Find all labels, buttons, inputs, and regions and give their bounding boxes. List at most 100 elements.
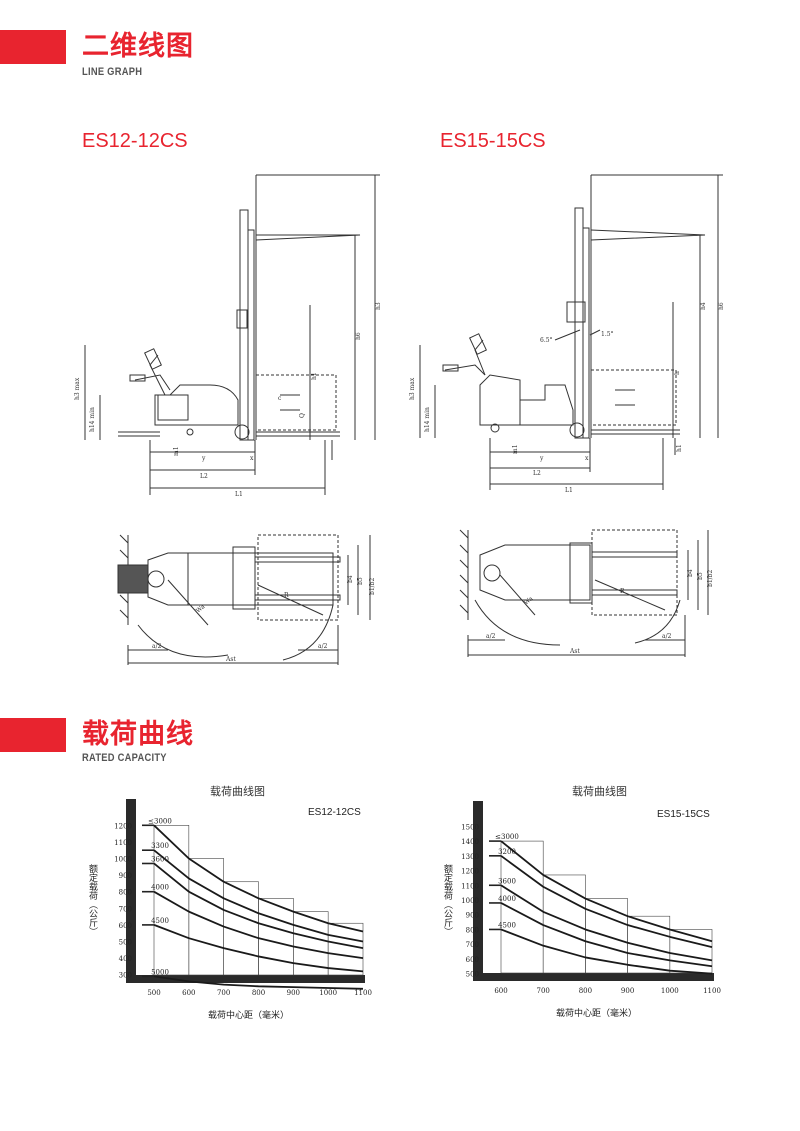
- y-axis-label: 额定载荷（公斤）: [87, 863, 98, 936]
- series-line: [153, 824, 364, 933]
- dim-label-a2-right-right: a/2: [662, 633, 672, 640]
- dim-label-tilt-forward: 6.5°: [540, 337, 553, 344]
- dim-label-r-right: R: [620, 588, 625, 595]
- dim-label-h3max-right: h3 max: [409, 377, 416, 400]
- y-tick-label: 300: [119, 972, 132, 980]
- dim-label-ast-right: Ast: [569, 648, 580, 655]
- x-tick-label: 700: [217, 989, 230, 997]
- dim-label-tilt-back: 1.5°: [601, 331, 614, 338]
- dim-label-l2: L2: [200, 473, 208, 480]
- series-label: 4000: [498, 895, 516, 903]
- dim-label-h14min: h14 min: [89, 407, 96, 432]
- y-tick-label: 800: [466, 926, 479, 934]
- dim-label-h6: h6: [355, 332, 362, 340]
- dim-label-l2-right: L2: [533, 470, 541, 477]
- series-line: [153, 890, 364, 959]
- dim-label-m1: m1: [173, 446, 180, 456]
- dim-label-q: Q: [299, 413, 306, 418]
- dim-label-b4-right: b4: [687, 569, 694, 577]
- section-subtitle-rated-capacity: RATED CAPACITY: [82, 752, 167, 764]
- series-line: [500, 902, 713, 968]
- series-line: [500, 884, 713, 962]
- x-tick-label: 800: [252, 989, 265, 997]
- y-tick-label: 500: [466, 971, 479, 979]
- x-tick-label: 700: [537, 987, 550, 995]
- y-tick-label: 1100: [461, 882, 479, 890]
- dim-label-c: c: [278, 395, 282, 402]
- section-marker-bar: [0, 30, 66, 64]
- dim-label-h1-right: h1: [676, 444, 683, 452]
- series-line: [500, 928, 713, 975]
- section-title-rated-capacity: 载荷曲线: [82, 719, 194, 750]
- section-subtitle-line-graph: LINE GRAPH: [82, 66, 143, 78]
- dim-label-b4: b4: [347, 575, 354, 583]
- series-line: [500, 855, 713, 949]
- dim-label-ast: Ast: [225, 656, 236, 663]
- dim-label-h14min-right: h14 min: [424, 407, 431, 432]
- dim-label-x: x: [250, 455, 254, 462]
- series-label: 4500: [498, 921, 516, 929]
- y-tick-label: 1200: [114, 822, 132, 830]
- y-tick-label: 1400: [461, 838, 479, 846]
- grid-cell: [188, 858, 224, 976]
- dim-label-h3: h3: [375, 302, 382, 310]
- dim-label-h4-right: h4: [700, 302, 707, 310]
- top-view-drawing-right: b1/b2 b5 b4 Wa R a/2 a/2 Ast: [459, 529, 714, 657]
- dim-label-wa: Wa: [195, 603, 207, 615]
- y-tick-label: 1300: [461, 853, 479, 861]
- dim-label-h6-right: h6: [718, 302, 725, 310]
- model-title-left: ES12-12CS: [82, 130, 188, 152]
- model-title-right: ES15-15CS: [440, 130, 546, 152]
- dim-label-a2-right: a/2: [318, 643, 328, 650]
- series-label: 3600: [498, 877, 516, 885]
- dim-label-r: R: [284, 592, 289, 599]
- series-label: ≤3000: [495, 833, 519, 841]
- series-line: [153, 849, 364, 943]
- y-tick-label: 600: [466, 956, 479, 964]
- dim-label-wa-right: Wa: [523, 595, 535, 607]
- chart-title-right: 载荷曲线图: [572, 785, 627, 798]
- series-label: 3300: [151, 842, 169, 850]
- section-title-line-graph: 二维线图: [82, 31, 194, 62]
- dim-label-b5: b5: [357, 577, 364, 585]
- dim-label-a2-left-right: a/2: [486, 633, 496, 640]
- dim-label-x-right: x: [585, 455, 589, 462]
- y-tick-label: 1000: [461, 897, 479, 905]
- chart-model-label: ES12-12CS: [308, 807, 361, 818]
- x-tick-label: 900: [287, 989, 300, 997]
- series-label: 4000: [151, 884, 169, 892]
- y-tick-label: 700: [466, 941, 479, 949]
- series-line: [153, 975, 364, 990]
- side-view-drawing-right: h3 max h14 min 6.5° 1.5° h h4 h6 h1 y x …: [409, 174, 725, 494]
- series-label: ≤3000: [148, 817, 172, 825]
- dim-label-l1-right: L1: [565, 487, 573, 494]
- chart-title-left: 载荷曲线图: [210, 785, 265, 798]
- x-tick-label: 1100: [703, 987, 721, 995]
- dim-label-y-right: y: [539, 455, 544, 462]
- dim-label-a2-left: a/2: [152, 643, 162, 650]
- x-tick-label: 500: [147, 989, 160, 997]
- y-tick-label: 1200: [461, 868, 479, 876]
- dim-label-l1: L1: [235, 491, 243, 498]
- y-tick-label: 600: [119, 922, 132, 930]
- x-tick-label: 1100: [354, 989, 372, 997]
- series-line: [500, 840, 713, 943]
- x-tick-label: 600: [182, 989, 195, 997]
- dim-label-m1-right: m1: [512, 444, 519, 454]
- dim-label-y: y: [201, 455, 206, 462]
- dim-label-h3max: h3 max: [74, 377, 81, 400]
- y-axis-label: 额定载荷（公斤）: [442, 863, 453, 936]
- dim-label-h1: h1: [311, 372, 318, 380]
- series-label: 3200: [498, 848, 516, 856]
- dim-label-b5-right: b5: [697, 572, 704, 580]
- x-tick-label: 800: [579, 987, 592, 995]
- series-label: 4500: [151, 917, 169, 925]
- y-tick-label: 800: [119, 889, 132, 897]
- x-axis-label: 载荷中心距（毫米）: [556, 1007, 637, 1019]
- series-line: [153, 862, 364, 950]
- y-tick-label: 1500: [461, 823, 479, 831]
- x-tick-label: 1000: [661, 987, 679, 995]
- side-view-drawing-left: h3 max h14 min c Q h1 h6 h3 y x L2 L1 m1: [74, 174, 382, 498]
- series-label: 3600: [151, 855, 169, 863]
